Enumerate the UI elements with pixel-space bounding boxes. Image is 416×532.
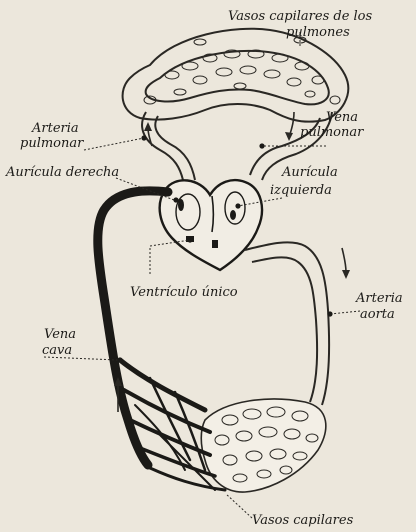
- label-pulmonary-vein-line1: Vena: [326, 110, 358, 125]
- lung-capillary-bed: [123, 29, 349, 122]
- label-vena-cava-line1: Vena: [44, 327, 76, 342]
- flow-arrow-pulmonary-vein: [285, 112, 294, 141]
- label-single-ventricle: Ventrículo único: [130, 285, 238, 300]
- label-body-capillaries: Vasos capilares: [252, 513, 354, 528]
- label-pulmonary-vein-line2: pulmonar: [300, 125, 364, 140]
- label-lung-capillaries-line1: Vasos capilares de los: [228, 9, 373, 24]
- pulmonary-artery-vessel: [142, 112, 183, 180]
- label-vena-cava-line2: cava: [42, 343, 72, 358]
- label-aorta-line1: Arteria: [355, 291, 403, 306]
- heart: [160, 180, 262, 270]
- label-aorta-line2: aorta: [360, 307, 395, 322]
- label-right-atrium: Aurícula derecha: [5, 165, 119, 180]
- label-left-atrium-line1: Aurícula: [281, 165, 338, 180]
- label-left-atrium-line2: izquierda: [270, 183, 332, 198]
- label-lung-capillaries-line2: pulmones: [286, 25, 350, 40]
- flow-arrow-aorta: [342, 248, 350, 279]
- label-pulmonary-artery-line2: pulmonar: [20, 136, 84, 151]
- body-capillary-bed: [201, 399, 326, 492]
- label-pulmonary-artery-line1: Arteria: [31, 121, 79, 136]
- flow-arrow-pulmonary-artery: [144, 122, 152, 146]
